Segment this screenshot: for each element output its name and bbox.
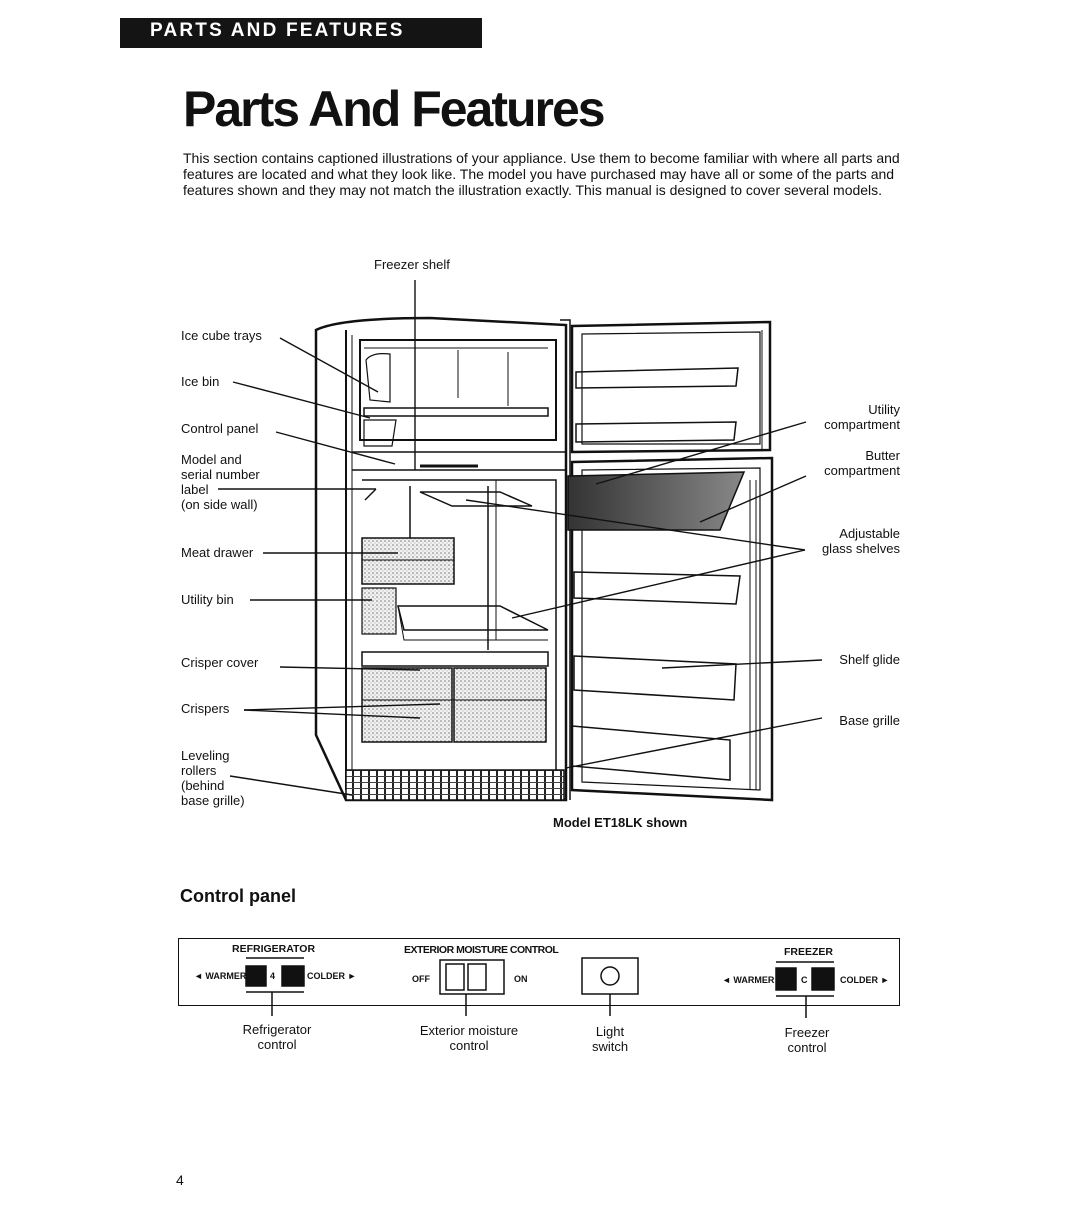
caption-line: control [257,1037,297,1052]
light-switch-caption: Light switch [575,1024,645,1054]
label-utility-bin: Utility bin [181,592,234,607]
label-line: serial number [181,467,260,482]
refrigerator-heading: REFRIGERATOR [232,943,316,955]
refrigerator-dial-left [245,965,267,987]
freezer-warmer: ◄ WARMER [722,975,775,985]
label-line: (behind [181,778,225,793]
section-tab: PARTS AND FEATURES [150,20,405,41]
fridge-doors [567,320,774,802]
refrigerator-colder: COLDER ► [307,971,357,981]
refrigerator-dial-right [281,965,305,987]
label-line: label [181,482,209,497]
label-line: Leveling [181,748,230,763]
section-tab-bar [120,18,482,48]
label-ice-bin: Ice bin [181,374,220,389]
label-crispers: Crispers [181,701,230,716]
label-line: rollers [181,763,217,778]
label-control-panel: Control panel [181,421,259,436]
caption-line: Refrigerator [242,1022,312,1037]
model-caption: Model ET18LK shown [553,815,688,830]
label-line: Adjustable [839,526,900,541]
freezer-control-caption: Freezer control [772,1025,842,1055]
control-panel-box [178,938,900,1006]
light-switch-button [600,966,620,986]
leader-lines [218,280,823,796]
refrigerator-setting: 4 [270,971,276,981]
label-line: Model and [181,452,242,467]
label-adjustable-glass-shelves: Adjustable glass shelves [822,526,900,556]
label-shelf-glide: Shelf glide [839,652,900,667]
label-meat-drawer: Meat drawer [181,545,254,560]
label-line: Butter [865,448,900,463]
label-base-grille: Base grille [839,713,900,728]
control-panel-title: Control panel [180,886,296,906]
label-line: (on side wall) [181,497,258,512]
page-number: 4 [176,1172,184,1188]
moisture-control-caption: Exterior moisture control [404,1023,534,1053]
caption-line: switch [591,1039,629,1054]
moisture-switch [439,959,505,995]
fridge-cabinet [314,316,571,802]
caption-line: Freezer [784,1025,830,1040]
refrigerator-control-caption: Refrigerator control [232,1022,322,1052]
label-leveling-rollers: Leveling rollers (behind base grille) [181,748,245,808]
caption-line: Light [595,1024,625,1039]
freezer-dial-right [811,967,835,991]
label-line: compartment [824,417,900,432]
freezer-dial-left [775,967,797,991]
page-title: Parts And Features [183,81,606,137]
label-line: glass shelves [821,541,900,556]
light-switch-housing [581,957,639,995]
label-model-serial: Model and serial number label (on side w… [181,452,260,512]
freezer-colder: COLDER ► [840,975,890,985]
label-line: base grille) [181,793,245,808]
label-line: compartment [824,463,900,478]
caption-line: Exterior moisture [419,1023,519,1038]
freezer-setting: C [801,975,808,985]
label-freezer-shelf: Freezer shelf [374,257,450,272]
label-ice-cube-trays: Ice cube trays [181,328,262,343]
freezer-heading: FREEZER [784,946,834,958]
moisture-off: OFF [412,974,430,984]
moisture-heading: EXTERIOR MOISTURE CONTROL [404,944,559,956]
refrigerator-warmer: ◄ WARMER [194,971,247,981]
intro-paragraph: This section contains captioned illustra… [183,150,900,198]
label-butter-compartment: Butter compartment [824,448,900,478]
label-line: Utility [868,402,900,417]
label-crisper-cover: Crisper cover [181,655,259,670]
caption-line: control [787,1040,827,1055]
label-utility-compartment: Utility compartment [824,402,900,432]
moisture-on: ON [514,974,528,984]
caption-line: control [449,1038,489,1053]
